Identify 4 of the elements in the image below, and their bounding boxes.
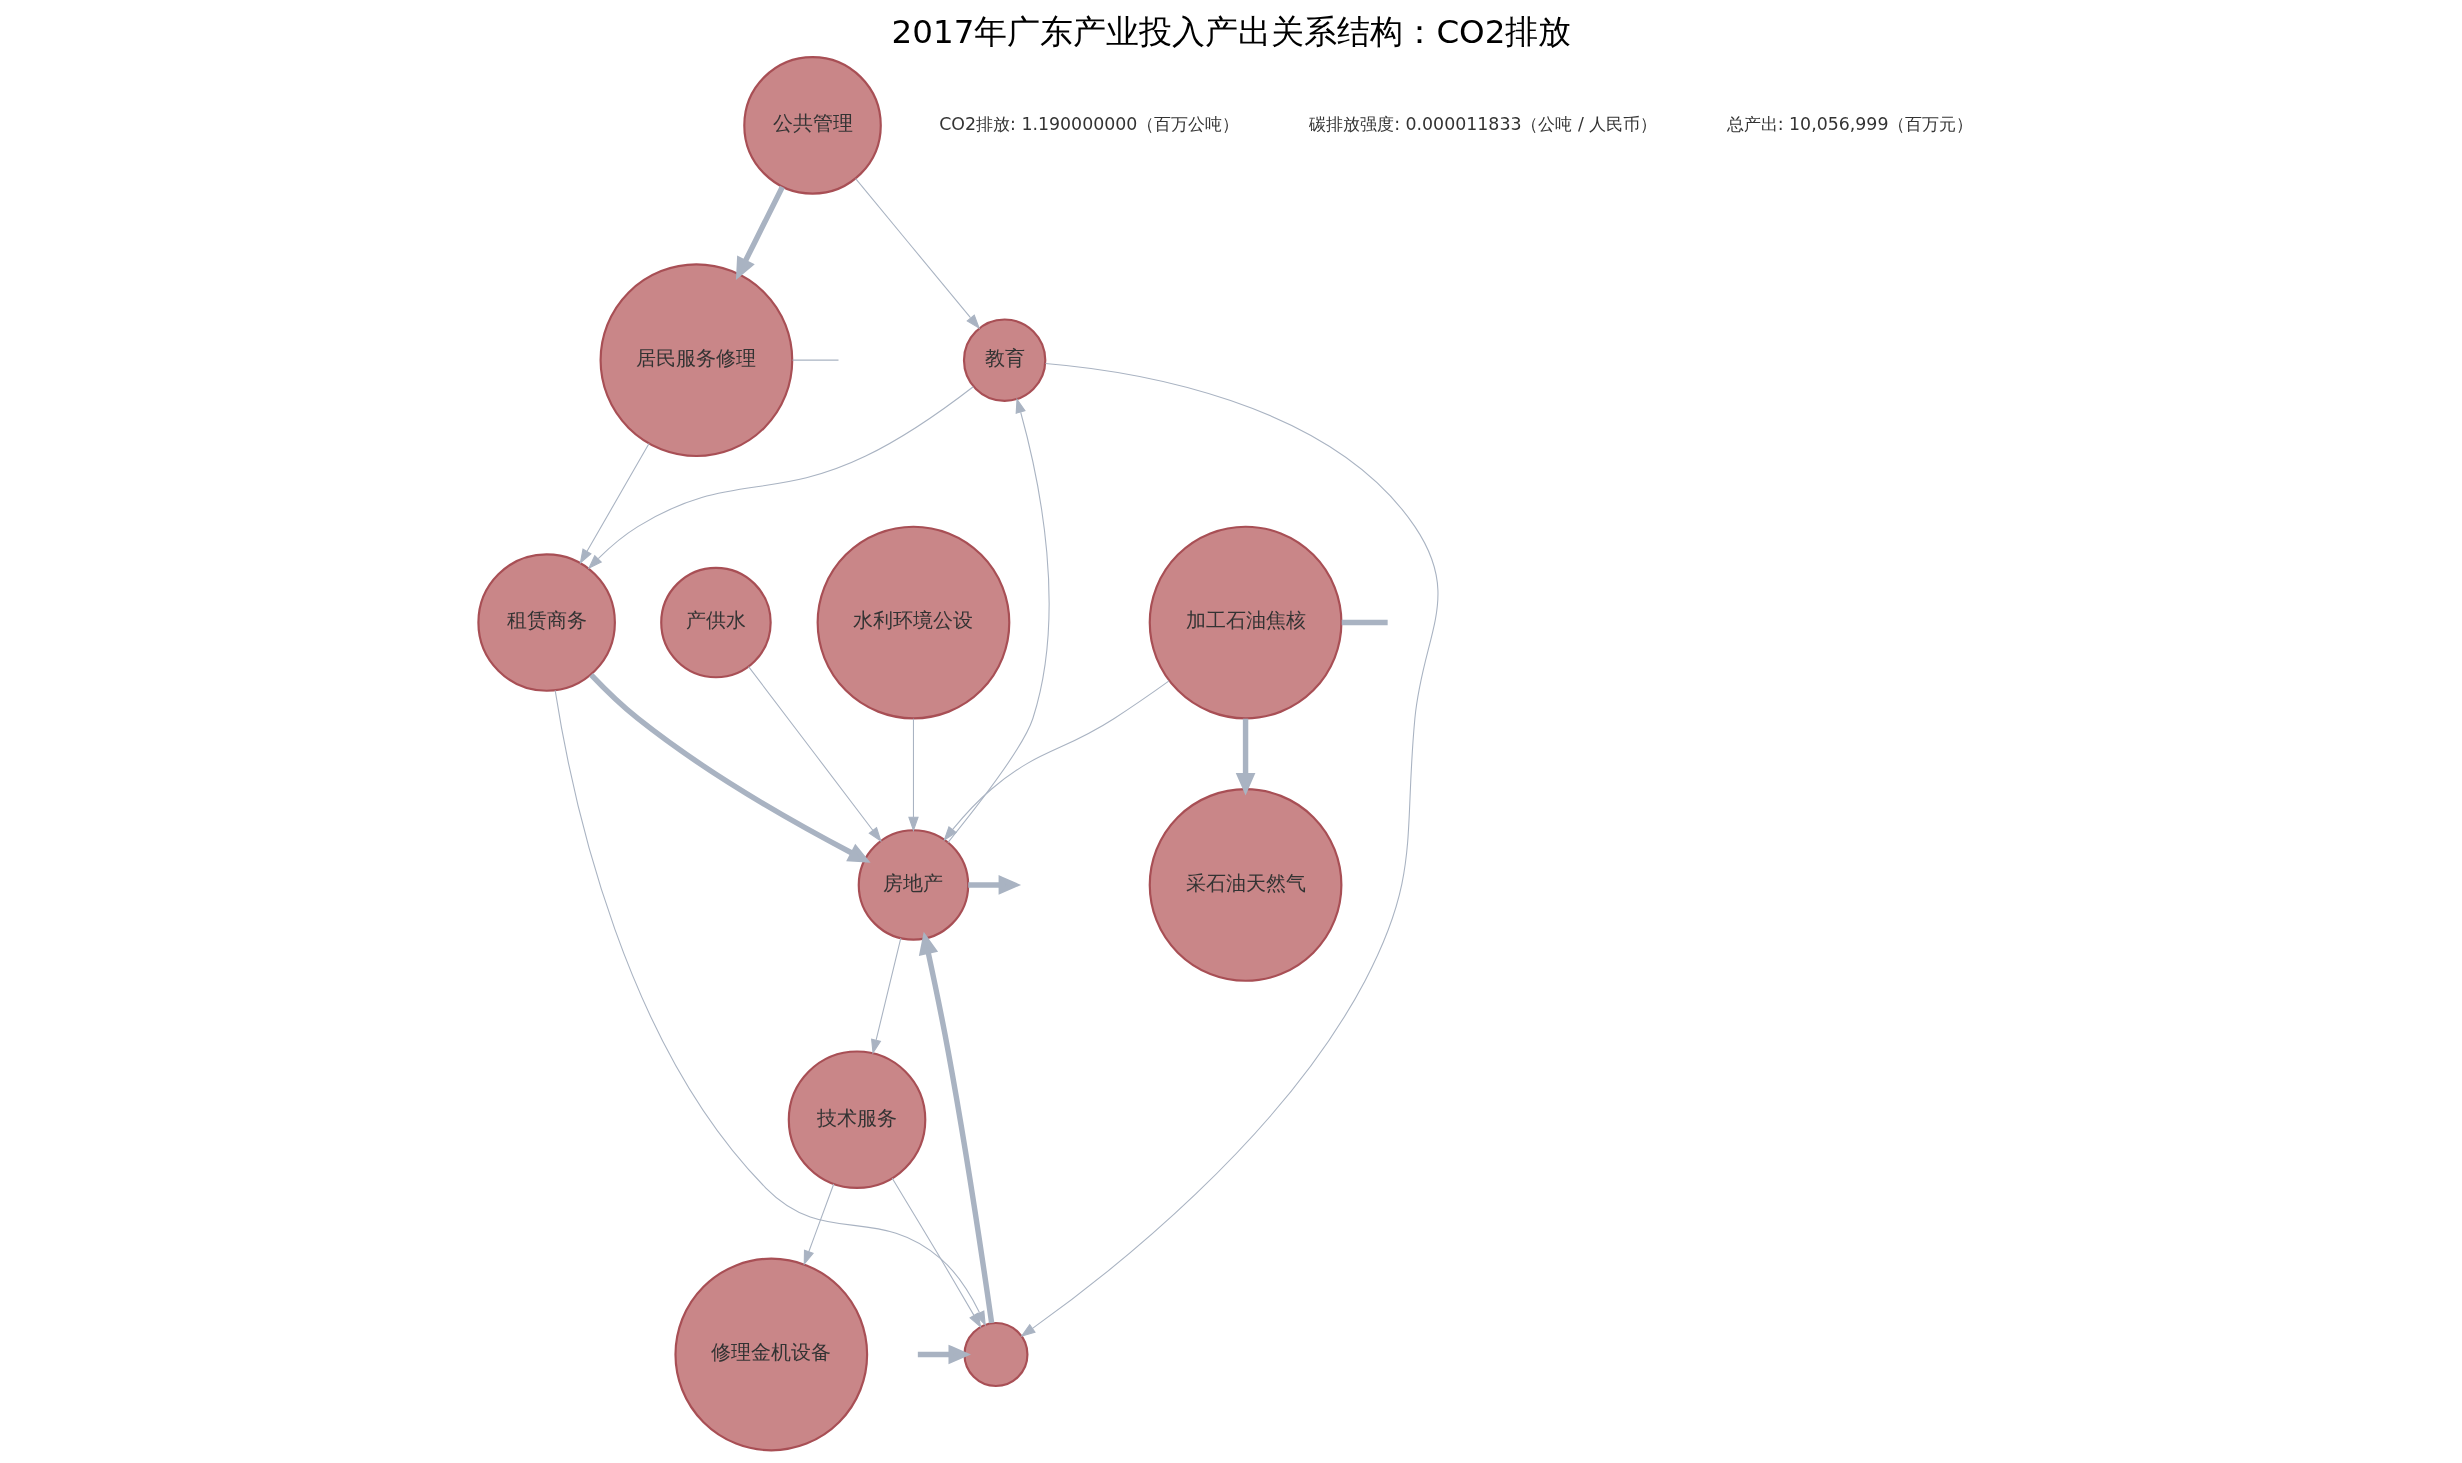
label: 碳排放强度: 0.000011833（公吨 / 人民币） [1308,113,1657,134]
diagram-title: 2017年广东产业投入产出关系结构：CO2排放 [891,12,1571,51]
label: CO2排放: 1.190000000（百万公吨） [938,113,1239,134]
label: 总产出: 10,056,999（百万元） [1726,113,1973,134]
